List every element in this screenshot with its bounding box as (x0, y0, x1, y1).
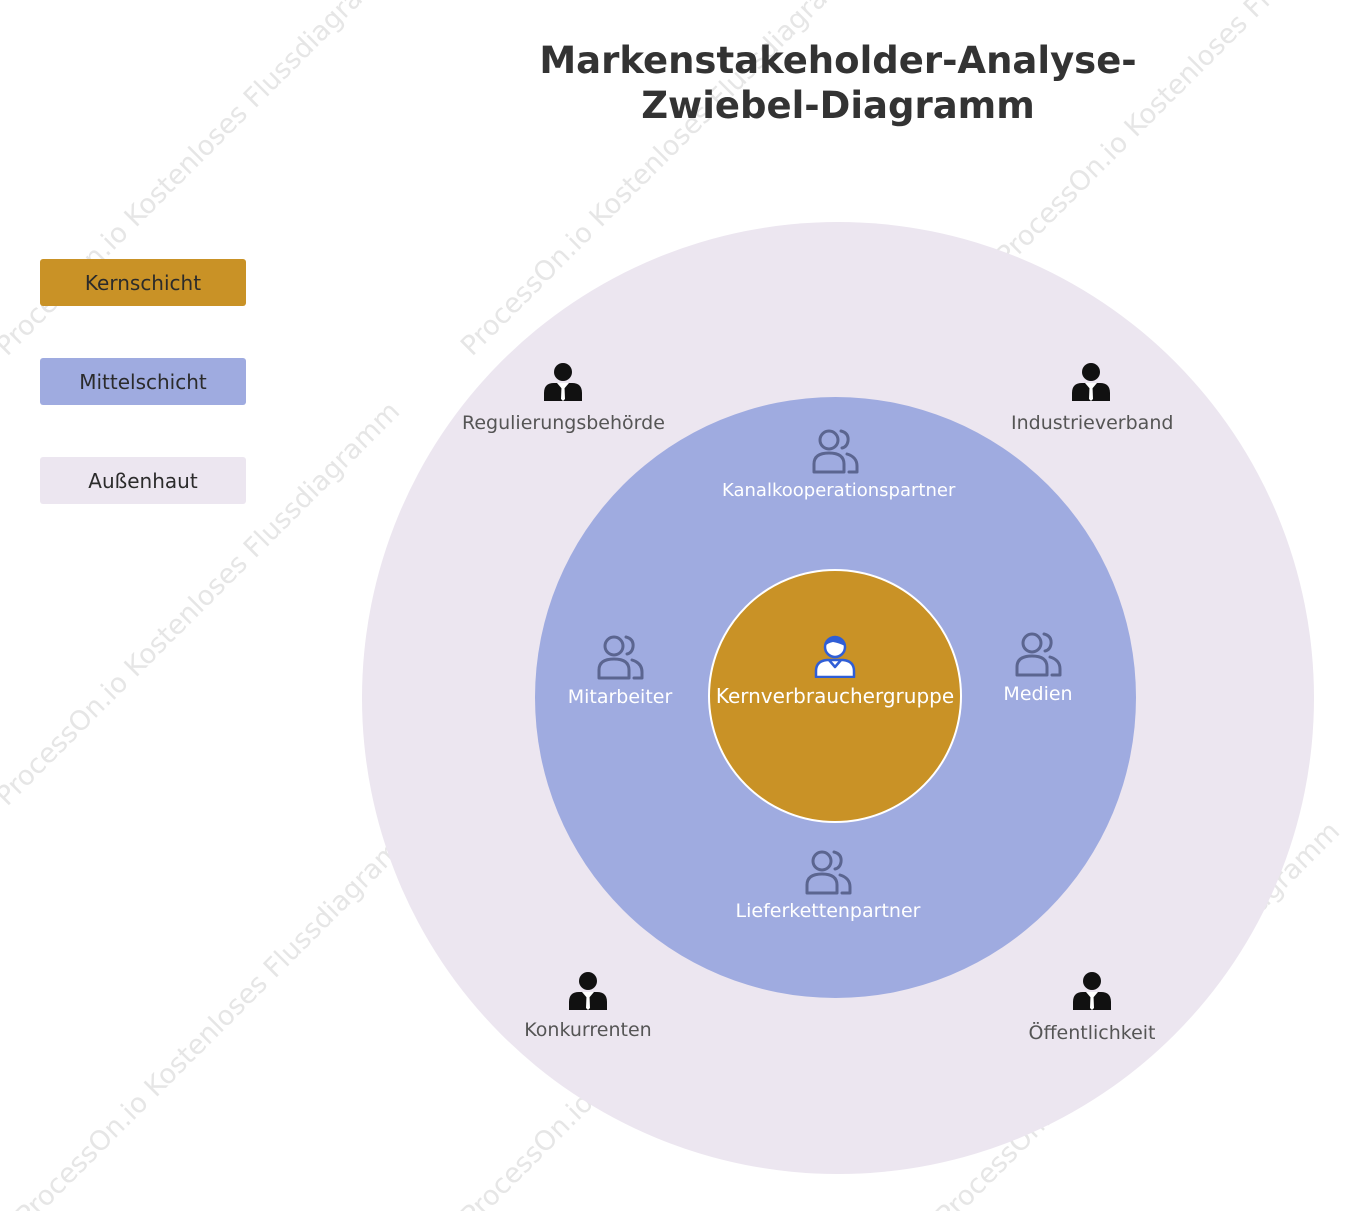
stakeholder-oeffentlichkeit[interactable]: Öffentlichkeit (1022, 970, 1162, 1044)
stakeholder-mitarbeiter[interactable]: Mitarbeiter (560, 632, 680, 708)
business-person-icon (1072, 363, 1110, 401)
watermark: ProcessOn.io Kostenloses Flussdiagramm (0, 0, 407, 362)
legend-item-middle: Mittelschicht (40, 358, 246, 405)
stakeholder-kernverbrauchergruppe[interactable]: Kernverbrauchergruppe (715, 634, 955, 708)
stakeholder-label: Lieferkettenpartner (735, 900, 921, 922)
people-group-icon (805, 850, 852, 895)
business-person-icon (1073, 972, 1111, 1010)
people-group-icon (1015, 632, 1062, 677)
legend-item-outer: Außenhaut (40, 457, 246, 504)
stakeholder-label: Regulierungsbehörde (462, 412, 665, 434)
title-line-1: Markenstakeholder-Analyse- (539, 39, 1137, 82)
core-layer-ring (708, 569, 962, 823)
business-person-icon (569, 972, 607, 1010)
stakeholder-kanalkooperationspartner[interactable]: Kanalkooperationspartner (722, 426, 956, 501)
diagram-title: Markenstakeholder-Analyse- Zwiebel-Diagr… (488, 38, 1188, 128)
stakeholder-konkurrenten[interactable]: Konkurrenten (518, 970, 658, 1041)
stakeholder-label: Kernverbrauchergruppe (715, 684, 955, 708)
stakeholder-label: Medien (1003, 683, 1073, 705)
people-group-icon (812, 429, 859, 474)
watermark: ProcessOn.io Kostenloses Flussdiagramm (10, 815, 427, 1211)
title-line-2: Zwiebel-Diagramm (641, 84, 1035, 127)
people-group-icon (597, 635, 644, 680)
stakeholder-label: Öffentlichkeit (1028, 1022, 1156, 1044)
stakeholder-industrieverband[interactable]: Industrieverband (1011, 361, 1174, 434)
stakeholder-label: Konkurrenten (524, 1019, 652, 1041)
stakeholder-medien[interactable]: Medien (983, 629, 1093, 705)
stakeholder-label: Mitarbeiter (567, 686, 673, 708)
stakeholder-regulierungsbehoerde[interactable]: Regulierungsbehörde (462, 361, 665, 434)
legend-item-core: Kernschicht (40, 259, 246, 306)
stakeholder-label: Kanalkooperationspartner (722, 480, 956, 501)
stakeholder-lieferkettenpartner[interactable]: Lieferkettenpartner (733, 847, 923, 922)
business-person-icon (544, 363, 582, 401)
user-icon (814, 635, 856, 678)
stakeholder-label: Industrieverband (1011, 412, 1174, 434)
